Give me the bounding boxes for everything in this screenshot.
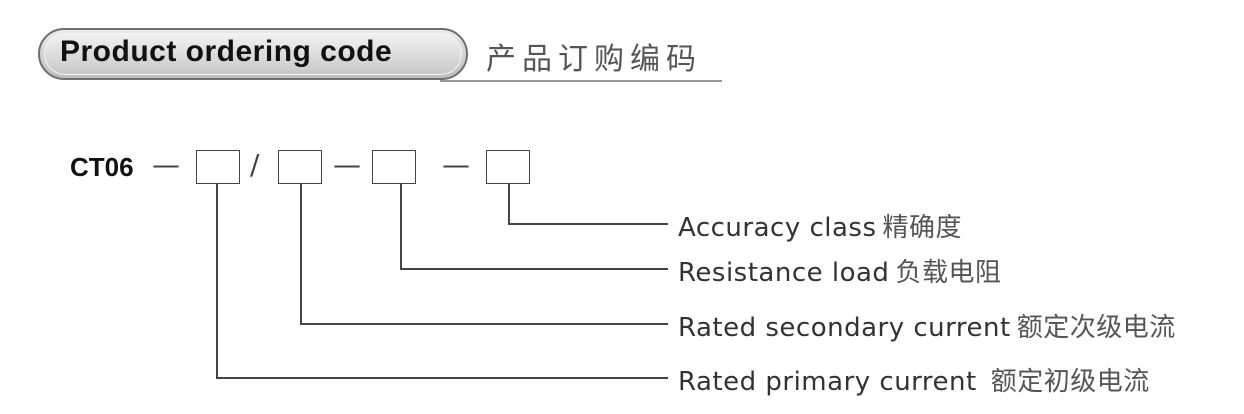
primary-current-box	[196, 150, 240, 184]
label-rated-primary-current-zh: 额定初级电流	[990, 367, 1150, 397]
accuracy-class-box	[486, 150, 530, 184]
dash-separator-1: —	[152, 148, 180, 181]
primary-leader-vertical	[216, 184, 218, 378]
label-accuracy-class-zh: 精确度	[882, 213, 963, 243]
secondary-leader-vertical	[300, 184, 302, 324]
section-title-pill: Product ordering code	[38, 28, 468, 80]
secondary-current-box	[278, 150, 322, 184]
primary-leader-horizontal	[216, 377, 668, 379]
accuracy-leader-vertical	[508, 184, 510, 224]
code-prefix: CT06	[70, 152, 134, 182]
dash-separator-3: —	[442, 148, 470, 181]
label-resistance-load-en: Resistance load	[678, 258, 890, 288]
label-rated-primary-current-en: Rated primary current	[678, 367, 977, 397]
resistance-load-box	[372, 150, 416, 184]
resistance-leader-vertical	[400, 184, 402, 269]
label-rated-secondary-current-zh: 额定次级电流	[1016, 313, 1176, 343]
secondary-leader-horizontal	[300, 323, 668, 325]
label-rated-primary-current: Rated primary current 额定初级电流	[678, 361, 1150, 398]
label-accuracy-class-en: Accuracy class	[678, 213, 877, 243]
accuracy-leader-horizontal	[508, 223, 668, 225]
header-underline	[440, 80, 722, 82]
section-title-en: Product ordering code	[60, 35, 393, 68]
dash-separator-2: —	[333, 148, 361, 181]
label-resistance-load-zh: 负载电阻	[895, 258, 1002, 288]
resistance-leader-horizontal	[400, 268, 668, 270]
section-title-pill-inner	[44, 33, 462, 75]
slash-separator: /	[250, 148, 260, 181]
section-title-zh: 产品订购编码	[486, 42, 702, 77]
label-rated-secondary-current-en: Rated secondary current	[678, 313, 1011, 343]
